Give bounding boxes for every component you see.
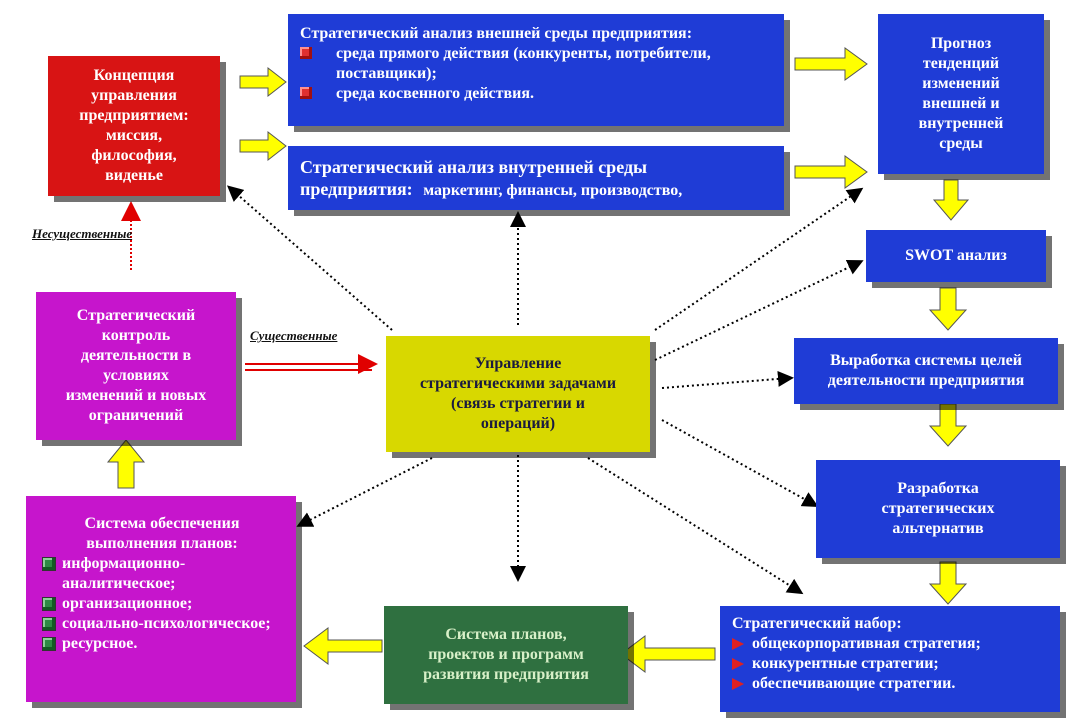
strategic-set-box: Стратегический набор: общекорпоративная … [720,606,1060,712]
forecast-line: внешней и [922,95,1000,112]
strategic-set-item: конкурентные стратегии; [732,654,1048,674]
internal-title: Стратегический анализ внутренней среды [300,157,648,177]
control-box: Стратегический контроль деятельности в у… [36,292,236,440]
red-arrow-bullet-icon [732,658,744,670]
concept-line: предприятием: [79,107,189,124]
support-item: информационно-аналитическое; [42,554,282,594]
arrow-internal-forecast [794,155,868,189]
alternatives-box: Разработка стратегических альтернатив [816,460,1060,558]
control-line: контроль [101,327,171,344]
support-title-line: выполнения планов: [86,535,238,552]
strategic-set-item: обеспечивающие стратегии. [732,674,1048,694]
external-item: среда прямого действия (конкуренты, потр… [300,44,772,84]
strategic-set-title: Стратегический набор: [732,615,902,632]
red-square-bullet-icon [300,87,312,99]
plans-line: Система планов, [445,626,567,643]
support-item: организационное; [42,594,282,614]
plans-box: Система планов, проектов и программ разв… [384,606,628,704]
support-title-line: Система обеспечения [84,515,240,532]
alternatives-line: альтернатив [892,520,984,537]
plans-line: развития предприятия [423,666,589,683]
strategic-set-list: общекорпоративная стратегия; конкурентны… [732,634,1048,694]
link-to-alternatives [661,419,819,507]
link-to-strategic-set [587,457,804,595]
control-line: деятельности в [80,347,192,364]
support-item: социально-психологическое; [42,614,282,634]
arrow-concept-internal [239,130,287,162]
forecast-line: Прогноз [930,35,992,52]
concept-line: управления [91,87,177,104]
management-line: операций) [480,415,556,432]
forecast-line: тенденций [922,55,1000,72]
red-square-bullet-icon [300,47,312,59]
forecast-box: Прогноз тенденций изменений внешней и вн… [878,14,1044,174]
green-square-bullet-icon [42,557,56,571]
control-line: условиях [103,367,169,384]
management-line: Управление [474,355,562,372]
forecast-line: изменений [922,75,1000,92]
arrow-concept-external [239,66,287,98]
arrow-support-control [106,439,146,489]
internal-analysis-box: Стратегический анализ внутренней среды п… [288,146,784,210]
link-to-support [296,457,433,527]
plans-line: проектов и программ [428,646,584,663]
goals-line: деятельности предприятия [827,372,1025,389]
external-title: Стратегический анализ внешней среды пред… [300,25,693,42]
arrow-alternatives-set [928,561,968,605]
arrow-set-plans [620,635,716,673]
significant-label: Существенные [250,328,338,343]
concept-line: философия, [91,147,177,164]
alternatives-line: стратегических [881,500,995,517]
management-line: стратегическими задачами [419,375,617,392]
arrow-forecast-swot [932,179,970,221]
swot-label: SWOT анализ [905,247,1007,264]
arrow-external-forecast [794,47,868,81]
concept-box: Концепция управления предприятием: мисси… [48,56,220,196]
goals-box: Выработка системы целей деятельности пре… [794,338,1058,404]
internal-prefix: предприятия: [300,179,413,199]
forecast-line: внутренней [918,115,1004,132]
management-box: Управление стратегическими задачами (свя… [386,336,650,452]
external-item: среда косвенного действия. [300,84,772,104]
swot-box: SWOT анализ [866,230,1046,282]
link-to-goals [661,370,794,389]
support-list: информационно-аналитическое; организацио… [42,554,282,654]
link-to-forecast [654,187,864,331]
insignificant-label: Несущественные [32,226,133,241]
arrow-plans-support [303,627,383,665]
red-arrow-bullet-icon [732,678,744,690]
green-square-bullet-icon [42,597,56,611]
concept-line: Концепция [93,67,175,84]
support-system-box: Система обеспечения выполнения планов: и… [26,496,296,702]
alternatives-line: Разработка [897,480,979,497]
green-square-bullet-icon [42,637,56,651]
external-analysis-box: Стратегический анализ внешней среды пред… [288,14,784,126]
concept-line: виденье [105,167,163,184]
concept-line: миссия, [105,127,163,144]
support-item: ресурсное. [42,634,282,654]
control-line: изменений и новых [65,387,207,404]
green-square-bullet-icon [42,617,56,631]
forecast-line: среды [939,135,983,152]
management-line: (связь стратегии и [451,395,585,412]
strategic-set-item: общекорпоративная стратегия; [732,634,1048,654]
internal-rest: маркетинг, финансы, производство, [423,182,683,199]
control-line: Стратегический [76,307,196,324]
external-list: среда прямого действия (конкуренты, потр… [300,44,772,104]
control-line: ограничений [88,407,184,424]
red-arrow-bullet-icon [732,638,744,650]
arrow-goals-alternatives [928,403,968,447]
goals-line: Выработка системы целей [830,352,1022,369]
arrow-swot-goals [928,287,968,331]
